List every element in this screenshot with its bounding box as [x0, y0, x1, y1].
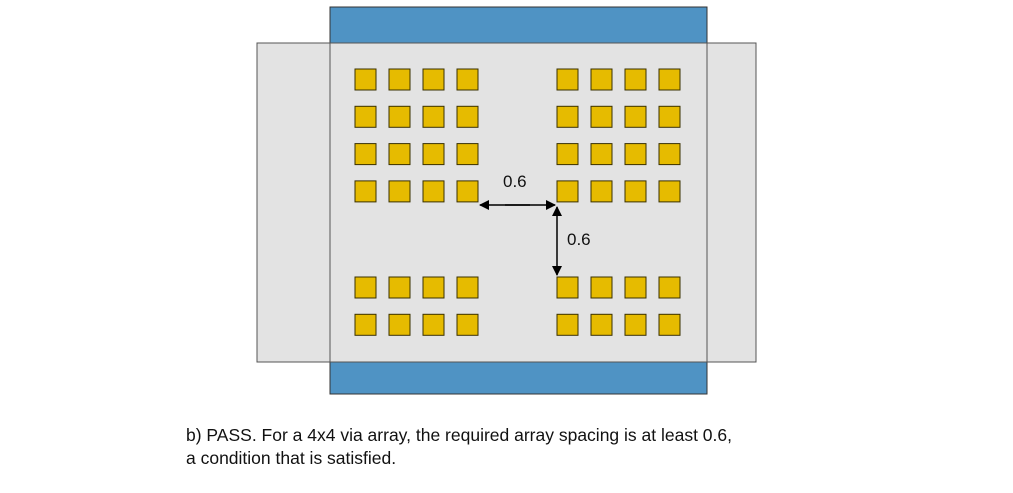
via-top-left-r2-c3 [422, 105, 445, 128]
via-top-left-r2-c4 [456, 105, 479, 128]
via-top-right-r3-c3 [624, 143, 647, 166]
via-top-left-r1-c2 [388, 68, 411, 91]
via-top-right-r3-c1 [556, 143, 579, 166]
via-array-diagram: 0.6 0.6 [256, 6, 757, 395]
via-top-left-r4-c1 [354, 180, 377, 203]
via-top-left-r1-c4 [456, 68, 479, 91]
metal-bar-top [329, 6, 708, 44]
via-top-left-r3-c1 [354, 143, 377, 166]
via-bottom-right-r2-c1 [556, 313, 579, 336]
via-bottom-right-r2-c3 [624, 313, 647, 336]
via-bottom-left-r2-c1 [354, 313, 377, 336]
via-top-right-r1-c1 [556, 68, 579, 91]
via-top-right-r3-c2 [590, 143, 613, 166]
via-bottom-left-r1-c2 [388, 276, 411, 299]
via-bottom-left-r2-c3 [422, 313, 445, 336]
caption-line-2: a condition that is satisfied. [186, 448, 397, 468]
via-top-left-r1-c3 [422, 68, 445, 91]
via-top-left-r4-c4 [456, 180, 479, 203]
via-bottom-right-r1-c4 [658, 276, 681, 299]
via-bottom-left-r1-c3 [422, 276, 445, 299]
caption-line-1: b) PASS. For a 4x4 via array, the requir… [186, 425, 732, 445]
vertical-spacing-label: 0.6 [567, 230, 591, 249]
via-top-left-r2-c2 [388, 105, 411, 128]
via-bottom-right-r1-c1 [556, 276, 579, 299]
via-bottom-left-r1-c1 [354, 276, 377, 299]
horizontal-spacing-label: 0.6 [503, 172, 527, 191]
metal-layer-vertical [329, 42, 708, 363]
via-bottom-left-r2-c2 [388, 313, 411, 336]
via-top-right-r4-c3 [624, 180, 647, 203]
via-bottom-left-r1-c4 [456, 276, 479, 299]
via-top-right-r2-c3 [624, 105, 647, 128]
via-top-right-r4-c1 [556, 180, 579, 203]
figure-caption: b) PASS. For a 4x4 via array, the requir… [186, 424, 946, 470]
metal-bar-bottom [329, 361, 708, 395]
via-top-right-r2-c1 [556, 105, 579, 128]
via-top-left-r3-c2 [388, 143, 411, 166]
via-top-left-r3-c3 [422, 143, 445, 166]
via-top-right-r1-c3 [624, 68, 647, 91]
via-bottom-right-r2-c4 [658, 313, 681, 336]
via-bottom-right-r1-c3 [624, 276, 647, 299]
via-top-right-r1-c4 [658, 68, 681, 91]
via-top-left-r4-c2 [388, 180, 411, 203]
via-top-right-r2-c2 [590, 105, 613, 128]
via-top-right-r4-c2 [590, 180, 613, 203]
via-top-right-r4-c4 [658, 180, 681, 203]
via-top-left-r1-c1 [354, 68, 377, 91]
via-top-right-r2-c4 [658, 105, 681, 128]
via-bottom-right-r1-c2 [590, 276, 613, 299]
via-bottom-left-r2-c4 [456, 313, 479, 336]
via-top-left-r4-c3 [422, 180, 445, 203]
via-top-left-r2-c1 [354, 105, 377, 128]
via-bottom-right-r2-c2 [590, 313, 613, 336]
via-arrays [354, 68, 681, 336]
via-top-left-r3-c4 [456, 143, 479, 166]
via-top-right-r1-c2 [590, 68, 613, 91]
via-top-right-r3-c4 [658, 143, 681, 166]
